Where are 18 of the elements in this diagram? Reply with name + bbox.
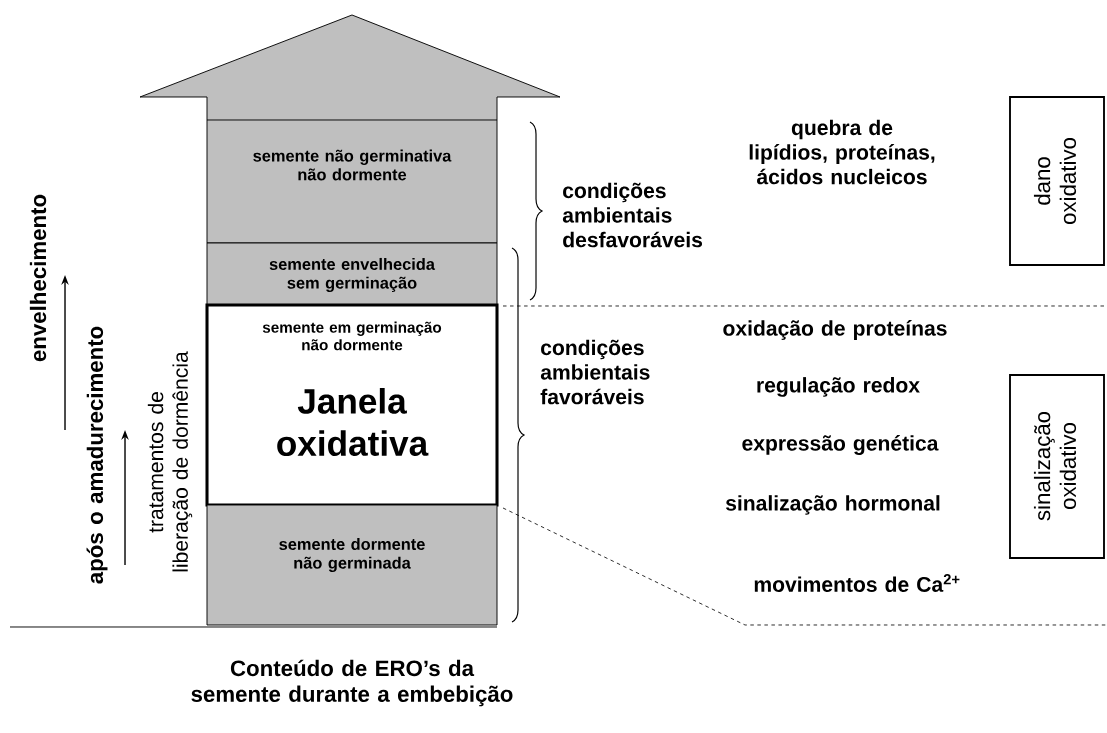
effect-text: expressão genética xyxy=(742,435,939,455)
effect-text: quebra de lipídios, proteínas, ácidos nucleicos xyxy=(749,119,935,185)
seed-box: semente não germinativa não dormente xyxy=(206,119,498,244)
effect-text: oxidação de proteínas xyxy=(723,320,947,340)
axis-label: tratamentos de liberação de dormência xyxy=(147,351,193,572)
effect-text: movimentos de Ca$^{2+}$ xyxy=(754,574,960,592)
seed-box: semente dormente não germinada xyxy=(206,504,498,626)
category-box: dano oxidativo xyxy=(1009,96,1105,266)
axis-label: após o amadurecimento xyxy=(86,326,108,584)
window-box: semente em germinação não dormente Janela oxidativa xyxy=(205,303,499,507)
axis-label: envelhecimento xyxy=(29,194,47,362)
condition-text: condições ambientais favoráveis xyxy=(540,339,650,405)
category-box: sinalização oxidativo xyxy=(1009,374,1105,559)
condition-text: condições ambientais desfavoráveis xyxy=(562,182,702,248)
seed-box: semente envelhecida sem germinação xyxy=(206,242,498,306)
axis-title: Conteúdo de ERO’s da semente durante a embebição xyxy=(191,659,513,707)
effect-text: sinalização hormonal xyxy=(725,495,940,515)
effect-text: regulação redox xyxy=(757,377,920,397)
